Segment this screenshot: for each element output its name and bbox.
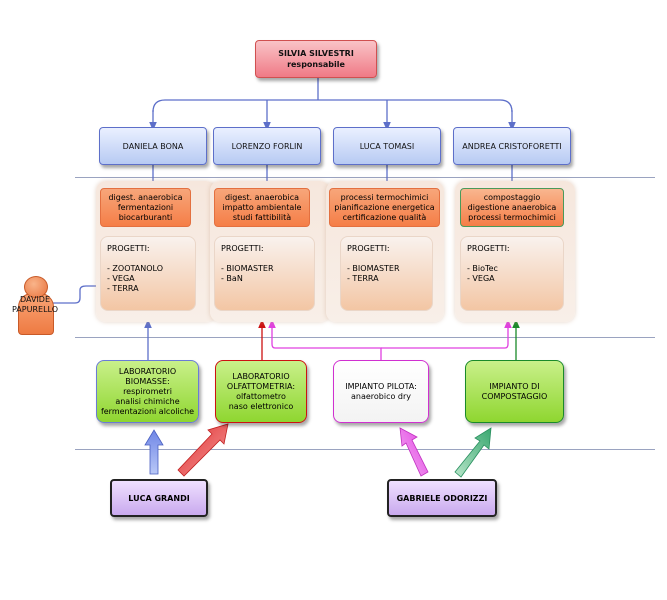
researcher-box-lorenzo-forlin: LORENZO FORLIN	[213, 127, 321, 165]
projects-box: PROGETTI: - BioTec - VEGA	[460, 236, 564, 311]
project-item: - VEGA	[467, 274, 495, 283]
topic-line: biocarburanti	[118, 212, 173, 222]
topic-line: digest. anaerobica	[224, 192, 300, 202]
facility-line: analisi chimiche	[115, 396, 180, 406]
side-person-label: DAVIDE PAPURELLO	[10, 295, 60, 315]
research-panel-daniela-bona: digest. anaerobica fermentazioni biocarb…	[96, 181, 216, 322]
topic-line: pianificazione energetica	[334, 202, 435, 212]
project-item: - BaN	[221, 274, 243, 283]
topic-line: impatto ambientale	[222, 202, 302, 212]
projects-box: PROGETTI: - BIOMASTER - TERRA	[340, 236, 433, 311]
topic-line: compostaggio	[483, 192, 541, 202]
facility-laboratorio-olfattometria: LABORATORIO OLFATTOMETRIA: olfattometro …	[215, 360, 307, 423]
project-item: - VEGA	[107, 274, 135, 283]
topic-line: processi termochimici	[340, 192, 429, 202]
research-topics: digest. anaerobica fermentazioni biocarb…	[100, 188, 191, 227]
topic-line: fermentazioni	[117, 202, 174, 212]
researcher-box-andrea-cristoforetti: ANDREA CRISTOFORETTI	[453, 127, 571, 165]
block-arrow-blue	[144, 429, 164, 475]
separator-line-middle	[75, 337, 655, 338]
facility-line: IMPIANTO DI	[489, 381, 540, 391]
technician-gabriele-odorizzi: GABRIELE ODORIZZI	[387, 479, 497, 517]
research-panel-andrea-cristoforetti: compostaggio digestione anaerobica proce…	[455, 181, 575, 322]
facility-line: LABORATORIO	[232, 371, 290, 381]
hierarchy-lines	[46, 78, 516, 360]
separator-line-top	[75, 177, 655, 178]
facility-line: fermentazioni alcoliche	[100, 406, 195, 416]
facility-impianto-compostaggio: IMPIANTO DI COMPOSTAGGIO	[465, 360, 564, 423]
facility-impianto-pilota: IMPIANTO PILOTA: anaerobico dry	[333, 360, 429, 423]
projects-title: PROGETTI:	[347, 244, 390, 253]
researcher-name: ANDREA CRISTOFORETTI	[462, 141, 562, 151]
block-arrow-magenta	[399, 427, 429, 477]
research-panel-lorenzo-forlin: digest. anaerobica impatto ambientale st…	[210, 181, 330, 322]
project-item: - TERRA	[107, 284, 139, 293]
technician-luca-grandi: LUCA GRANDI	[110, 479, 208, 517]
project-item: - TERRA	[347, 274, 379, 283]
facility-line: anaerobico dry	[350, 391, 412, 401]
researcher-name: LUCA TOMASI	[359, 141, 415, 151]
person-avatar-body	[18, 293, 54, 335]
topic-line: processi termochimici	[468, 212, 556, 222]
research-topics: processi termochimici pianificazione ene…	[329, 188, 440, 227]
project-item: - BIOMASTER	[347, 264, 400, 273]
separator-line-bottom	[75, 449, 655, 450]
technician-name: LUCA GRANDI	[128, 493, 190, 503]
facility-line: naso elettronico	[228, 401, 294, 411]
facility-line: LABORATORIO	[118, 366, 177, 376]
projects-title: PROGETTI:	[221, 244, 264, 253]
projects-title: PROGETTI:	[467, 244, 510, 253]
side-person-first-name: DAVIDE	[19, 295, 51, 304]
head-name: SILVIA SILVESTRI	[278, 49, 354, 58]
facility-laboratorio-biomasse: LABORATORIO BIOMASSE: respirometri anali…	[96, 360, 199, 423]
researcher-name: LORENZO FORLIN	[231, 141, 303, 151]
block-arrow-green	[454, 427, 492, 478]
research-topics: compostaggio digestione anaerobica proce…	[460, 188, 564, 227]
person-avatar-head	[24, 276, 48, 298]
topic-line: studi fattibilità	[232, 212, 292, 222]
facility-line: BIOMASSE:	[125, 376, 170, 386]
projects-title: PROGETTI:	[107, 244, 150, 253]
head-role: responsabile	[287, 60, 345, 69]
facility-line: OLFATTOMETRIA:	[226, 381, 296, 391]
project-item: - BIOMASTER	[221, 264, 274, 273]
project-item: - ZOOTANOLO	[107, 264, 163, 273]
facility-line: olfattometro	[236, 391, 286, 401]
topic-line: digest. anaerobica	[108, 192, 183, 202]
facility-line: IMPIANTO PILOTA:	[345, 381, 417, 391]
research-topics: digest. anaerobica impatto ambientale st…	[214, 188, 310, 227]
topic-line: digestione anaerobica	[467, 202, 557, 212]
projects-box: PROGETTI: - BIOMASTER - BaN	[214, 236, 315, 311]
technician-name: GABRIELE ODORIZZI	[396, 493, 488, 503]
facility-line: respirometri	[123, 386, 172, 396]
researcher-name: DANIELA BONA	[122, 141, 184, 151]
researcher-box-daniela-bona: DANIELA BONA	[99, 127, 207, 165]
project-item: - BioTec	[467, 264, 498, 273]
research-panel-luca-tomasi: processi termochimici pianificazione ene…	[326, 181, 444, 322]
projects-box: PROGETTI: - ZOOTANOLO - VEGA - TERRA	[100, 236, 196, 311]
topic-line: certificazione qualità	[342, 212, 427, 222]
researcher-box-luca-tomasi: LUCA TOMASI	[333, 127, 441, 165]
head-box: SILVIA SILVESTRI responsabile	[255, 40, 377, 78]
side-person-last-name: PAPURELLO	[11, 305, 58, 314]
facility-line: COMPOSTAGGIO	[481, 391, 548, 401]
block-arrow-red	[177, 423, 229, 477]
